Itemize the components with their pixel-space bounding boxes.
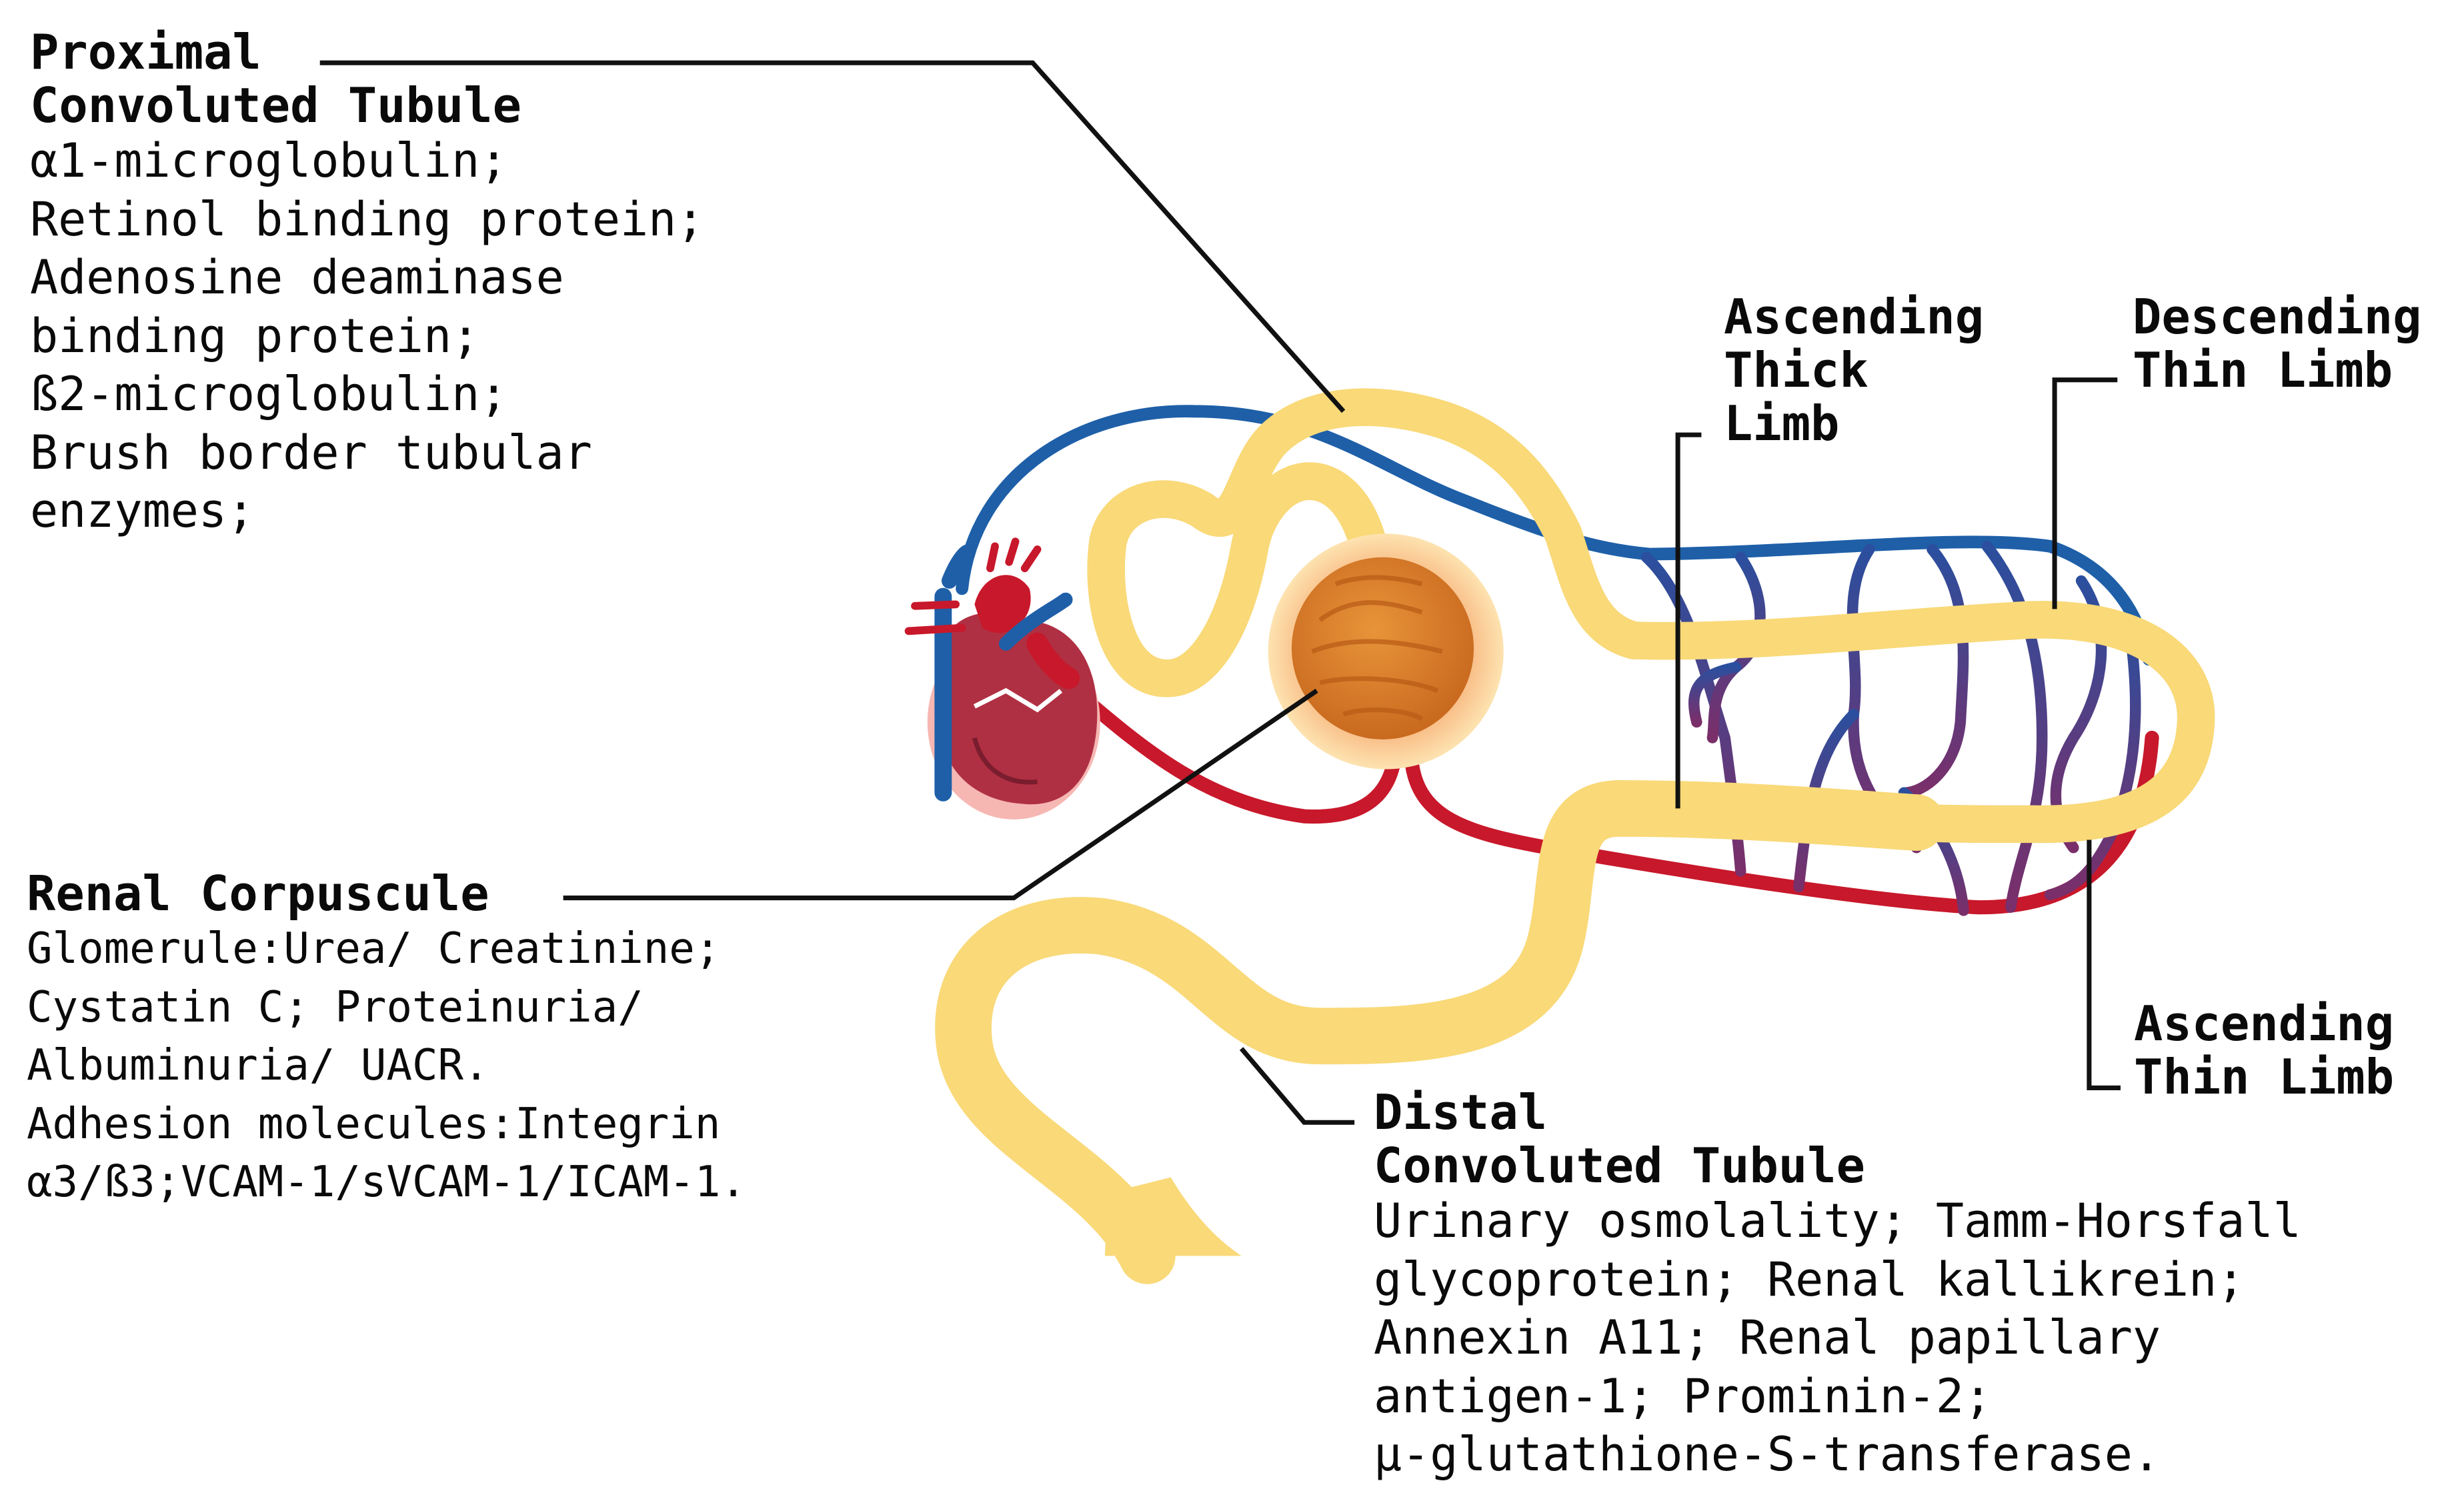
leader-renal-corpuscule (563, 688, 1318, 901)
label-proximal: Proximal Convoluted Tubule α1-microglobu… (30, 25, 704, 541)
renal-corpuscule-item: Albuminuria/ UACR. (27, 1041, 489, 1090)
label-renal-corpuscule: Renal Corpuscule Glomerule:Urea/ Creatin… (27, 867, 746, 1212)
proximal-item: α1-microglobulin; (30, 133, 508, 188)
ascending-thin-limb-title: Ascending Thin Limb (2134, 996, 2395, 1105)
leader-lines (319, 60, 2121, 1125)
label-ascending-thin-limb: Ascending Thin Limb (2134, 997, 2394, 1104)
label-distal: Distal Convoluted Tubule Urinary osmolal… (1374, 1086, 2301, 1484)
proximal-item: Retinol binding protein; (30, 191, 705, 247)
distal-item: μ-glutathione-S-transferase. (1374, 1427, 2161, 1482)
leader-descending-thin (2052, 377, 2118, 609)
renal-corpuscule-item: Glomerule:Urea/ Creatinine; (27, 924, 721, 974)
collecting-duct (1104, 1177, 1242, 1256)
heart-icon (904, 537, 1100, 820)
leader-proximal (319, 60, 1346, 413)
proximal-item: ß2-microglobulin; (30, 367, 508, 421)
proximal-item: binding protein; (30, 308, 480, 363)
tubule (935, 388, 2215, 1284)
proximal-title: Proximal Convoluted Tubule (30, 24, 521, 133)
ascending-thick-limb-title: Ascending Thick Limb (1724, 289, 1985, 451)
label-ascending-thick-limb: Ascending Thick Limb (1724, 290, 1984, 450)
proximal-item: enzymes; (30, 483, 255, 538)
leader-ascending-thick (1675, 432, 1702, 809)
label-descending-thin-limb: Descending Thin Limb (2133, 290, 2421, 397)
leader-ascending-thin (2087, 840, 2121, 1090)
distal-item: glycoprotein; Renal kallikrein; (1374, 1252, 2245, 1307)
proximal-item: Brush border tubular (30, 425, 592, 480)
distal-item: Urinary osmolality; Tamm-Horsfall (1374, 1194, 2301, 1248)
renal-corpuscule-item: Adhesion molecules:Integrin (27, 1099, 721, 1149)
distal-item: Annexin A11; Renal papillary (1374, 1310, 2161, 1365)
renal-corpuscule-item: α3/ß3;VCAM-1/sVCAM-1/ICAM-1. (27, 1158, 746, 1207)
artery-vessel (1049, 667, 2159, 915)
distal-item: antigen-1; Prominin-2; (1374, 1368, 1993, 1424)
peritubular-capillaries (1640, 541, 2141, 916)
renal-corpuscule-item: Cystatin C; Proteinuria/ (27, 982, 644, 1032)
glomerulus-icon (1268, 533, 1504, 770)
renal-corpuscule-title: Renal Corpuscule (27, 866, 489, 922)
leader-distal (1239, 1047, 1355, 1125)
proximal-item: Adenosine deaminase (30, 250, 564, 305)
distal-title: Distal Convoluted Tubule (1374, 1084, 1865, 1194)
descending-thin-limb-title: Descending Thin Limb (2133, 289, 2422, 398)
